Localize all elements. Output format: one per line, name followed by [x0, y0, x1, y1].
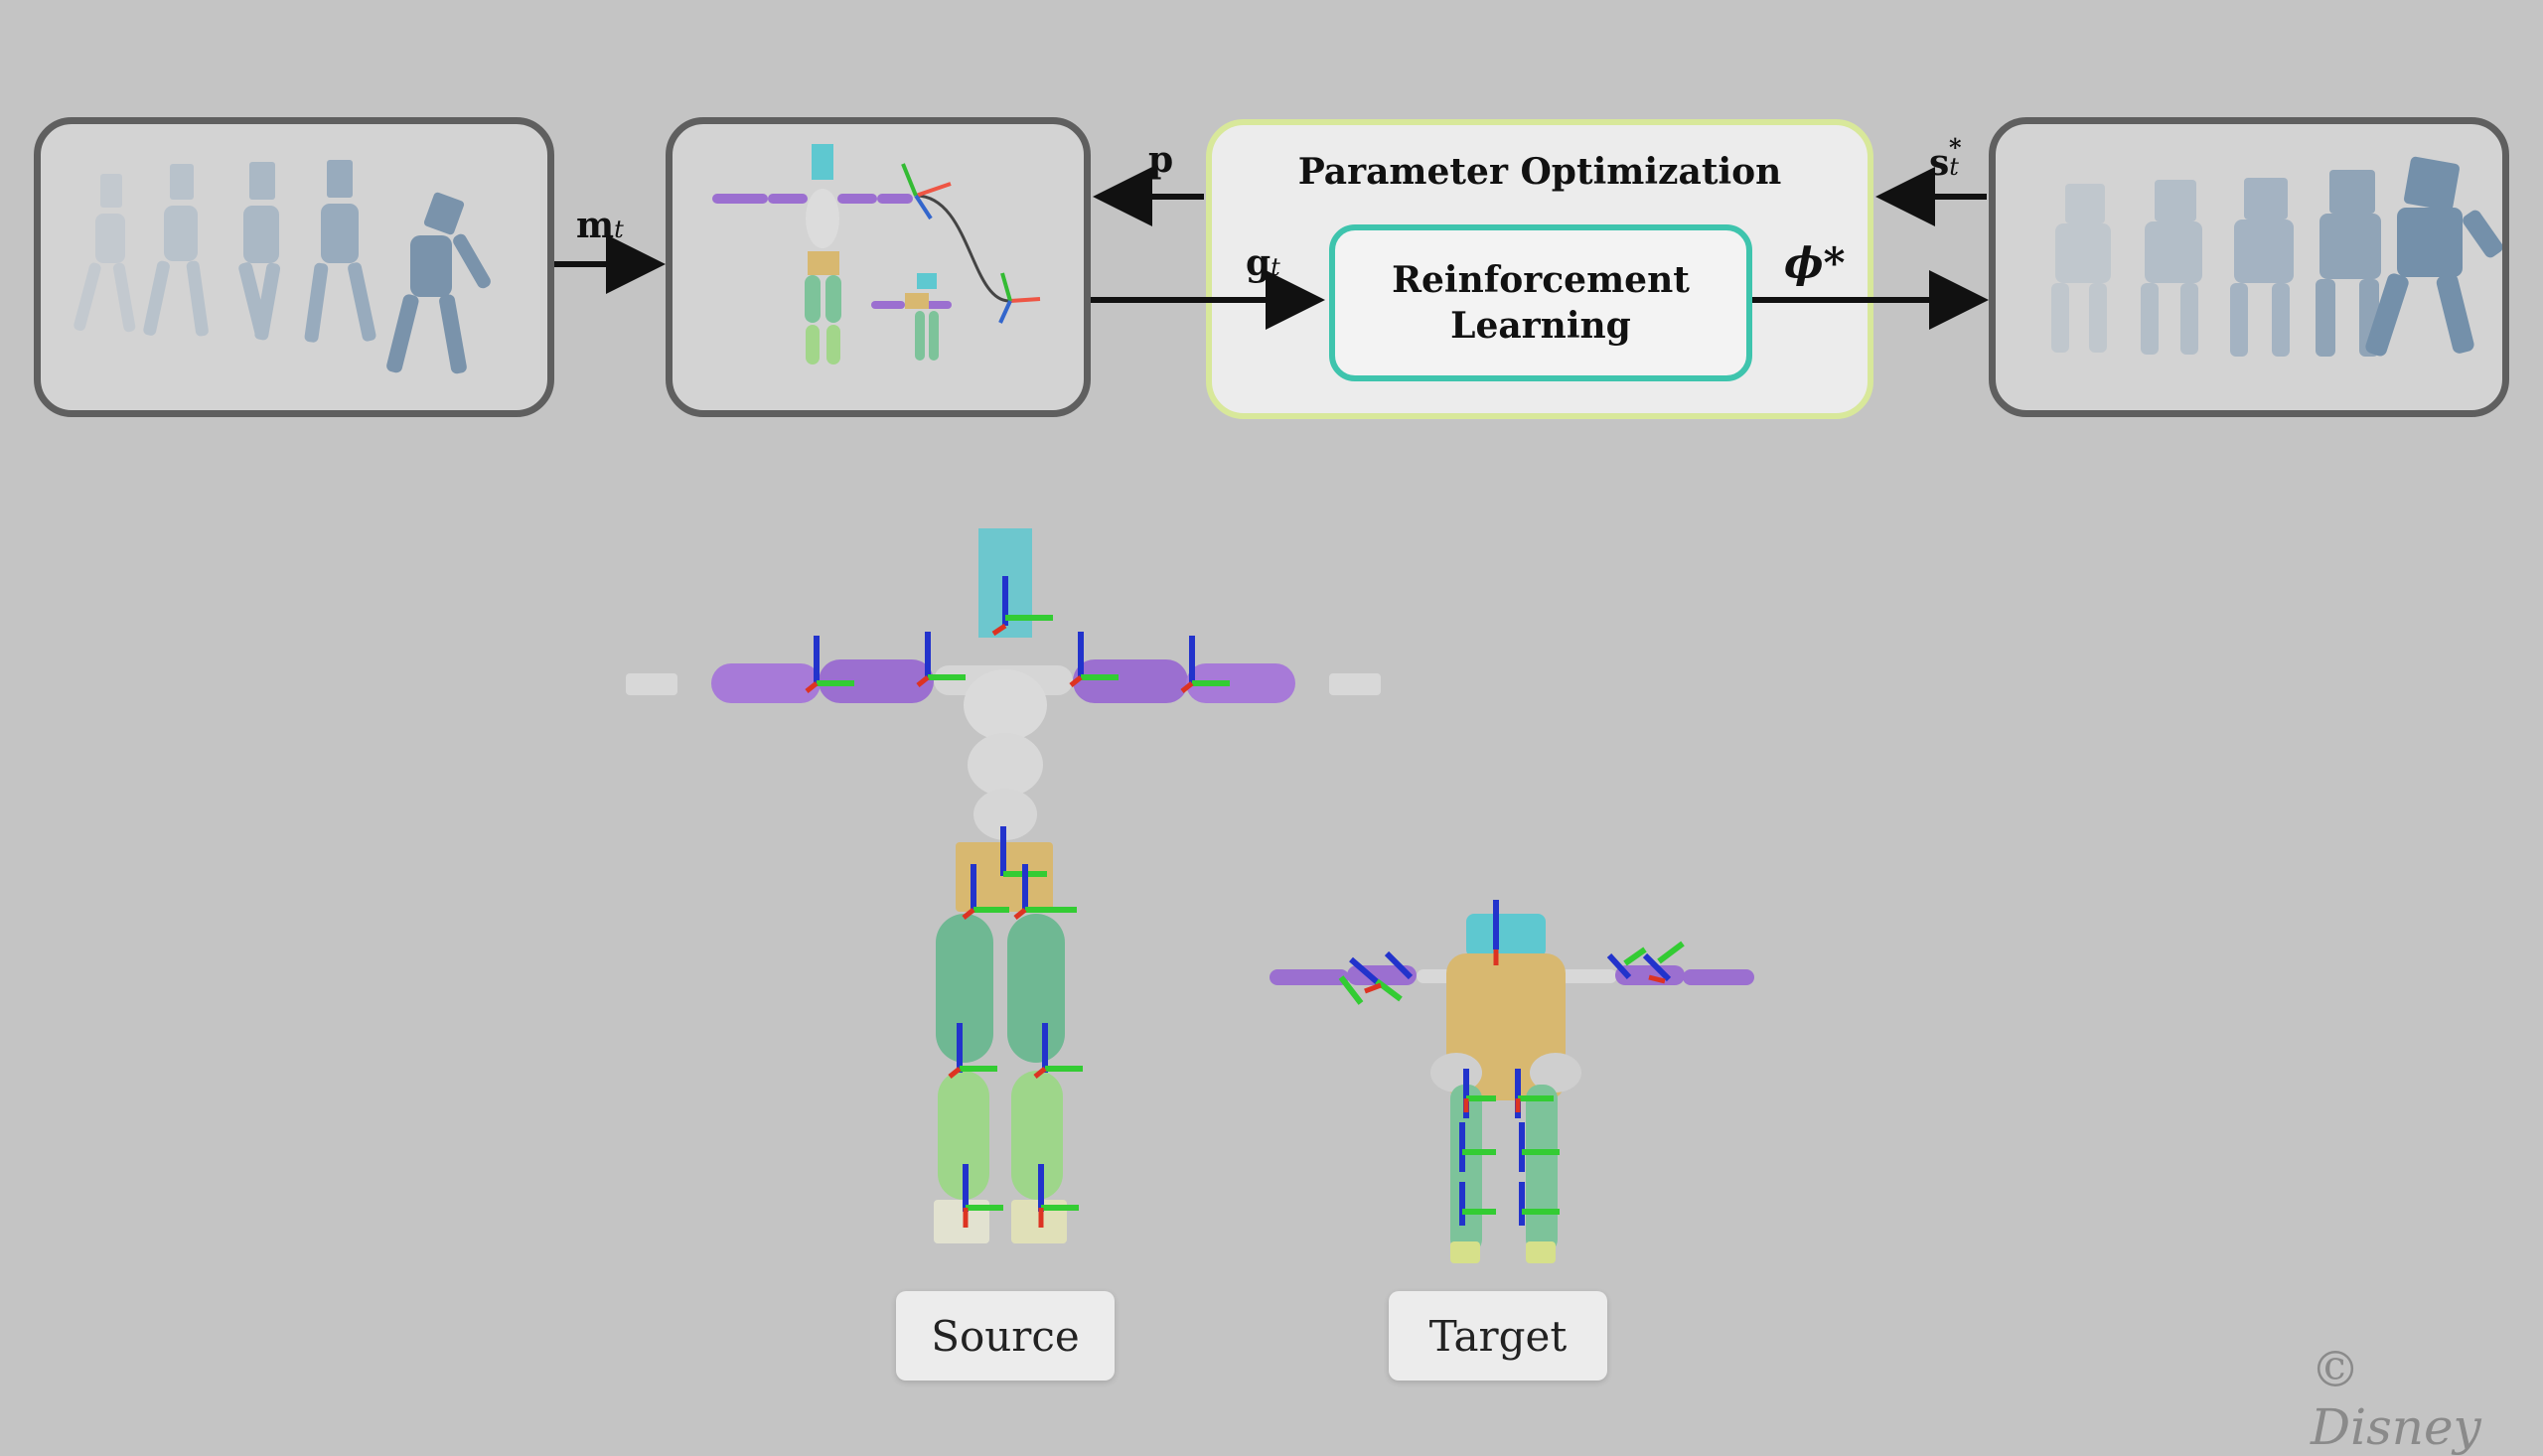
robot-sequence-image: [2051, 156, 2503, 357]
diagram-stage: Parameter Optimization Reinforcement Lea…: [34, 117, 2509, 1456]
label-s: st*: [1929, 133, 1962, 184]
label-g: gt: [1246, 242, 1280, 284]
source-label: Source: [896, 1291, 1115, 1381]
label-phi: ϕ*: [1784, 238, 1846, 287]
rl-label-line1: Reinforcement: [1392, 259, 1690, 301]
robot-motion-panel: [1989, 117, 2509, 417]
target-label: Target: [1389, 1291, 1607, 1381]
source-motion-panel: [34, 117, 554, 417]
retargeting-figures-image: [712, 144, 1041, 364]
target-robot-figure: [1270, 900, 1754, 1263]
parameter-optimization-title: Parameter Optimization: [1297, 151, 1782, 193]
source-character-figure: [626, 528, 1381, 1243]
rl-label-line2: Learning: [1450, 305, 1631, 347]
label-p: p: [1148, 139, 1174, 181]
label-m: mt: [576, 205, 624, 246]
retargeting-panel: [666, 117, 1091, 417]
arrows-layer: [554, 167, 1989, 330]
reinforcement-learning-box: Reinforcement Learning: [1329, 224, 1752, 381]
walking-figures-image: [74, 160, 491, 374]
parameter-optimization-box: Parameter Optimization Reinforcement Lea…: [1206, 119, 1873, 419]
disney-watermark: © Disney: [2311, 1341, 2481, 1456]
